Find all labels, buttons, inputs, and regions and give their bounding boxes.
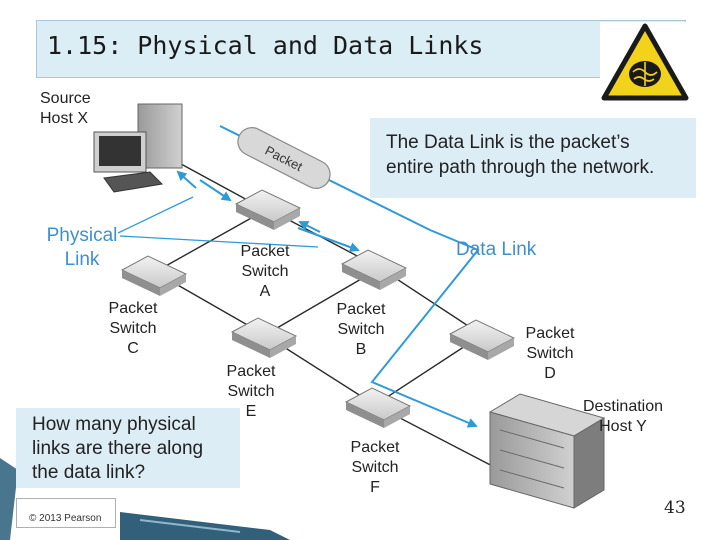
- page-number: 43: [664, 498, 686, 518]
- switch-c-label: Packet Switch C: [108, 300, 158, 357]
- packet-switch-c: [120, 255, 188, 296]
- source-computer: [93, 103, 183, 193]
- switch-e-label: Packet Switch E: [226, 363, 276, 420]
- source-host-label: Source Host X: [40, 90, 91, 127]
- data-link-label: Data Link: [456, 239, 537, 260]
- packet-switch-e: [230, 317, 298, 358]
- physical-link-pointers: [117, 196, 319, 248]
- destination-host-label: Destination Host Y: [582, 398, 664, 435]
- packet-capsule: [237, 127, 331, 189]
- title-bar: 1.15: Physical and Data Links: [36, 20, 686, 78]
- brain-warning-icon: [600, 22, 690, 104]
- switch-d-label: Packet Switch D: [525, 325, 575, 382]
- copyright-box: © 2013 Pearson: [16, 498, 116, 528]
- packet-switch-a: [234, 189, 302, 230]
- packet-switch-b: [340, 249, 408, 290]
- switch-b-label: Packet Switch B: [336, 301, 386, 358]
- copyright-text: © 2013 Pearson: [29, 513, 102, 524]
- question-callout: How many physical links are there along …: [16, 408, 240, 488]
- packet-switch-f: [344, 387, 412, 428]
- slide-title: 1.15: Physical and Data Links: [47, 31, 484, 60]
- physical-link-label: Physical Link: [46, 225, 118, 270]
- packet-switch-d: [448, 319, 516, 360]
- destination-server: [488, 393, 606, 509]
- switch-a-label: Packet Switch A: [240, 243, 290, 300]
- switch-f-label: Packet Switch F: [350, 439, 400, 496]
- data-link-definition-callout: The Data Link is the packet’s entire pat…: [370, 118, 696, 198]
